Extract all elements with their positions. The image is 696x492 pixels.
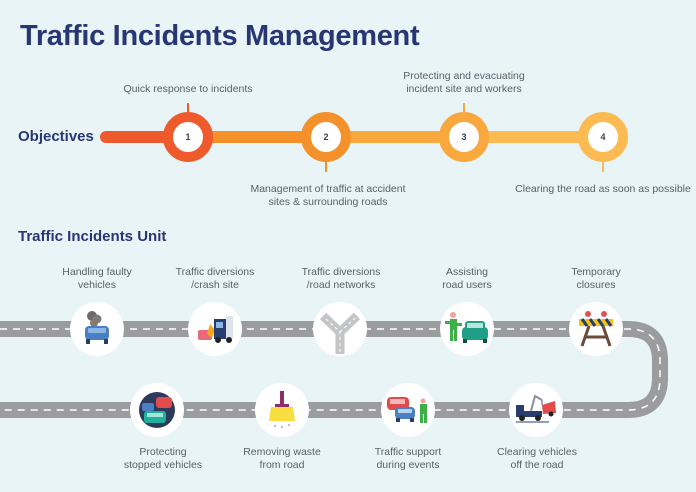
- step-1-caption: Quick response to incidents: [123, 83, 253, 95]
- caption-line2: road users: [442, 279, 492, 291]
- step-3-caption-line2: incident site and workers: [406, 83, 522, 95]
- unit-item-temporary-closures: [569, 302, 623, 356]
- step-3-marker: [439, 112, 489, 162]
- road-junction-icon: [319, 312, 361, 354]
- unit-item-assisting-road-users: [440, 302, 494, 356]
- tow-truck-icon: [516, 394, 556, 423]
- caption-line1: Protecting: [139, 446, 187, 458]
- caption-line1: Traffic support: [374, 446, 442, 458]
- caption-removing-waste-from-road: Removing waste from road: [243, 446, 321, 472]
- step-4-number: 4: [600, 132, 605, 142]
- caption-line2: stopped vehicles: [123, 459, 203, 471]
- unit-item-handling-faulty-vehicles: [70, 302, 124, 356]
- unit-item-traffic-support-during-events: [381, 383, 435, 437]
- step-2-marker: [301, 112, 351, 162]
- caption-line2: during events: [376, 459, 440, 471]
- caption-line1: Handling faulty: [62, 266, 132, 278]
- caption-line1: Temporary: [571, 266, 621, 278]
- caption-line2: from road: [259, 459, 305, 471]
- step-2-caption-line1: Management of traffic at accident: [250, 183, 406, 195]
- step-2-number: 2: [323, 132, 328, 142]
- unit-item-traffic-diversions-road-networks: [313, 302, 367, 356]
- step-4-marker: [578, 112, 628, 162]
- broom-icon: [269, 391, 295, 428]
- caption-temporary-closures: Temporary closures: [571, 266, 621, 292]
- caption-clearing-vehicles-off-the-road: Clearing vehicles off the road: [497, 446, 577, 472]
- cars-with-officer-icon: [387, 397, 427, 423]
- unit-heading: Traffic Incidents Unit: [18, 228, 167, 245]
- caption-traffic-support-during-events: Traffic support during events: [375, 446, 442, 472]
- objectives-heading: Objectives: [18, 128, 94, 145]
- caption-line1: Traffic diversions: [175, 266, 255, 278]
- truck-crash-icon: [198, 316, 233, 343]
- caption-assisting-road-users: Assisting road users: [442, 266, 492, 292]
- caption-traffic-diversions-road-networks: Traffic diversions /road networks: [302, 266, 381, 292]
- unit-item-clearing-vehicles-off-the-road: [509, 383, 563, 437]
- caption-line2: /road networks: [306, 279, 376, 291]
- smoking-car-icon: [85, 311, 109, 344]
- caption-line1: Traffic diversions: [301, 266, 381, 278]
- step-3-number: 3: [461, 132, 466, 142]
- caption-traffic-diversions-crash-site: Traffic diversions /crash site: [176, 266, 255, 292]
- unit-item-removing-waste-from-road: [255, 383, 309, 437]
- caption-protecting-stopped-vehicles: Protecting stopped vehicles: [124, 446, 202, 472]
- caption-handling-faulty-vehicles: Handling faulty vehicles: [62, 266, 131, 292]
- page-title: Traffic Incidents Management: [20, 20, 420, 52]
- step-4-caption: Clearing the road as soon as possible: [515, 183, 691, 195]
- step-3-caption-line1: Protecting and evacuating: [403, 70, 525, 82]
- unit-item-protecting-stopped-vehicles: [130, 383, 184, 437]
- unit-item-traffic-diversions-crash-site: [188, 302, 242, 356]
- caption-line2: off the road: [510, 459, 564, 471]
- step-1-marker: [163, 112, 213, 162]
- step-2-caption-line2: sites & surrounding roads: [268, 196, 388, 208]
- caption-line1: Assisting: [445, 266, 489, 278]
- caption-line2: closures: [576, 279, 616, 291]
- stopped-vehicles-icon: [139, 392, 175, 428]
- person-assisting-car-icon: [445, 312, 488, 343]
- caption-line1: Clearing vehicles: [497, 446, 577, 458]
- step-1-number: 1: [185, 132, 190, 142]
- caption-line2: /crash site: [191, 279, 239, 291]
- caption-line2: vehicles: [78, 279, 116, 291]
- caption-line1: Removing waste: [243, 446, 321, 458]
- road-barrier-icon: [579, 311, 613, 347]
